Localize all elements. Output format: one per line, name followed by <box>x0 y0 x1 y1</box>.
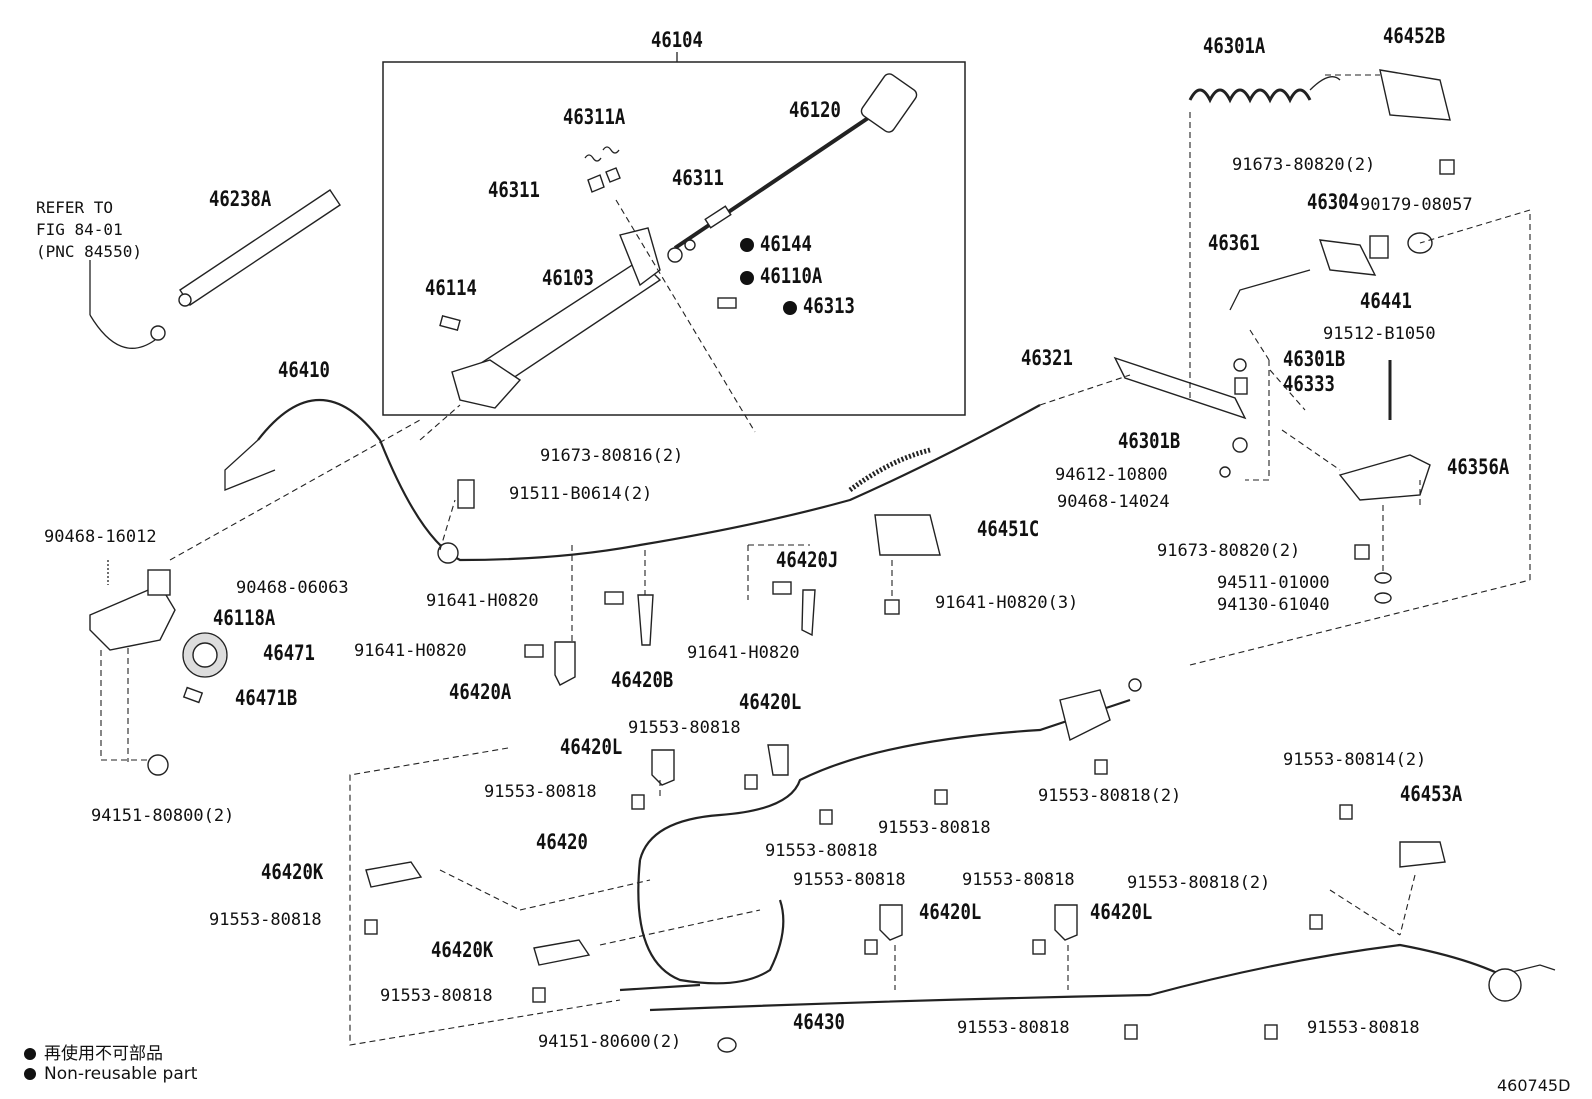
lever-body-part <box>439 227 737 409</box>
non-reusable-dot-icon <box>740 238 754 252</box>
part-label-46420B: 46420B <box>611 668 674 692</box>
lower-clamps-part <box>364 744 1446 1053</box>
part-label-91511-B0614: 91511-B0614(2) <box>509 484 653 504</box>
part-label-46311A: 46311A <box>563 105 626 129</box>
part-label-91553-80818-a: 91553-80818 <box>628 718 741 738</box>
legend-en-text: Non-reusable part <box>44 1064 198 1084</box>
part-label-94612-10800: 94612-10800 <box>1055 465 1168 485</box>
part-label-46333: 46333 <box>1283 372 1335 396</box>
part-label-91673-80820-bottom: 91673-80820(2) <box>1157 541 1301 561</box>
part-label-94151-80800: 94151-80800(2) <box>91 806 235 826</box>
part-label-46321: 46321 <box>1021 346 1073 370</box>
part-label-46410: 46410 <box>278 358 330 382</box>
part-label-46313: 46313 <box>803 294 855 318</box>
part-label-46420: 46420 <box>536 830 588 854</box>
non-reusable-dot-icon <box>24 1068 36 1080</box>
part-label-46420A: 46420A <box>449 680 512 704</box>
part-label-46120: 46120 <box>789 98 841 122</box>
part-label-90468-14024: 90468-14024 <box>1057 492 1170 512</box>
part-label-90468-06063: 90468-06063 <box>236 578 349 598</box>
part-label-94130-61040: 94130-61040 <box>1217 595 1330 615</box>
part-label-91641-H0820-a: 91641-H0820 <box>426 591 539 611</box>
bracket-46451C-part <box>874 514 941 615</box>
part-label-46420J: 46420J <box>776 548 839 572</box>
part-label-46361: 46361 <box>1208 231 1260 255</box>
part-label-91553-80814: 91553-80814(2) <box>1283 750 1427 770</box>
figure-id: 460745D <box>1497 1076 1571 1095</box>
part-label-91673-80820-top: 91673-80820(2) <box>1232 155 1376 175</box>
non-reusable-dot-icon <box>740 271 754 285</box>
part-label-90179-08057: 90179-08057 <box>1360 195 1473 215</box>
lever-handle-part <box>673 73 918 250</box>
part-label-46301B-top: 46301B <box>1283 347 1346 371</box>
springs-part <box>584 146 621 193</box>
part-label-46452B: 46452B <box>1383 24 1446 48</box>
part-label-46420L-a: 46420L <box>739 690 802 714</box>
part-label-91553-80818-e: 91553-80818 <box>209 910 322 930</box>
part-label-46430: 46430 <box>793 1010 845 1034</box>
clamps-part <box>457 479 816 686</box>
part-label-46118A: 46118A <box>213 606 276 630</box>
rear-cables-part <box>619 678 1556 1012</box>
bracket-part <box>89 569 228 776</box>
legend-en: Non-reusable part <box>24 1064 197 1084</box>
part-label-46103: 46103 <box>542 266 594 290</box>
part-label-91553-80818-2-a: 91553-80818(2) <box>1038 786 1182 806</box>
part-label-46420L-c: 46420L <box>919 900 982 924</box>
part-label-94511-01000: 94511-01000 <box>1217 573 1330 593</box>
part-label-91553-80818-j: 91553-80818 <box>1307 1018 1420 1038</box>
part-label-91553-80818-i: 91553-80818 <box>957 1018 1070 1038</box>
part-label-46420L-d: 46420L <box>1090 900 1153 924</box>
part-label-46451C: 46451C <box>977 517 1040 541</box>
refer-to-line2: FIG 84-01 <box>36 220 123 239</box>
part-label-46144: 46144 <box>760 232 812 256</box>
rear-equalizer-part <box>1113 69 1455 604</box>
legend-jp-text: 再使用不可部品 <box>44 1044 163 1064</box>
part-label-46104: 46104 <box>651 28 703 52</box>
part-label-46301B-bottom: 46301B <box>1118 429 1181 453</box>
refer-to-line1: REFER TO <box>36 198 114 217</box>
part-label-91673-80816: 91673-80816(2) <box>540 446 684 466</box>
part-label-46420K-b: 46420K <box>431 938 494 962</box>
refer-to-line3: (PNC 84550) <box>36 242 142 261</box>
part-label-46110A: 46110A <box>760 264 823 288</box>
part-label-46238A: 46238A <box>209 187 272 211</box>
part-label-46471B: 46471B <box>235 686 298 710</box>
lever-assembly-box <box>382 61 966 416</box>
switch-part <box>89 189 341 349</box>
part-label-46311-right: 46311 <box>672 166 724 190</box>
part-label-46304: 46304 <box>1307 190 1359 214</box>
legend-jp: 再使用不可部品 <box>24 1039 163 1064</box>
part-label-91641-H0820-b: 91641-H0820 <box>354 641 467 661</box>
part-label-91553-80818-f: 91553-80818 <box>380 986 493 1006</box>
part-label-91641-H0820-3: 91641-H0820(3) <box>935 593 1079 613</box>
part-label-91553-80818-b: 91553-80818 <box>484 782 597 802</box>
part-label-91553-80818-g: 91553-80818 <box>793 870 906 890</box>
part-label-46311-left: 46311 <box>488 178 540 202</box>
part-label-90468-16012: 90468-16012 <box>44 527 157 547</box>
part-label-94151-80600: 94151-80600(2) <box>538 1032 682 1052</box>
part-label-46114: 46114 <box>425 276 477 300</box>
part-label-46441: 46441 <box>1360 289 1412 313</box>
part-label-46420K-a: 46420K <box>261 860 324 884</box>
part-label-46356A: 46356A <box>1447 455 1510 479</box>
part-label-46453A: 46453A <box>1400 782 1463 806</box>
part-label-46301A: 46301A <box>1203 34 1266 58</box>
part-label-91512-B1050: 91512-B1050 <box>1323 324 1436 344</box>
part-label-46420L-b: 46420L <box>560 735 623 759</box>
part-label-91553-80818-d: 91553-80818 <box>765 841 878 861</box>
part-label-46471: 46471 <box>263 641 315 665</box>
part-label-91553-80818-c: 91553-80818 <box>878 818 991 838</box>
non-reusable-dot-icon <box>783 301 797 315</box>
non-reusable-dot-icon <box>24 1048 36 1060</box>
part-label-91641-H0820-c: 91641-H0820 <box>687 643 800 663</box>
front-cable-part <box>224 398 1041 564</box>
part-label-91553-80818-h: 91553-80818 <box>962 870 1075 890</box>
part-label-91553-80818-2-b: 91553-80818(2) <box>1127 873 1271 893</box>
